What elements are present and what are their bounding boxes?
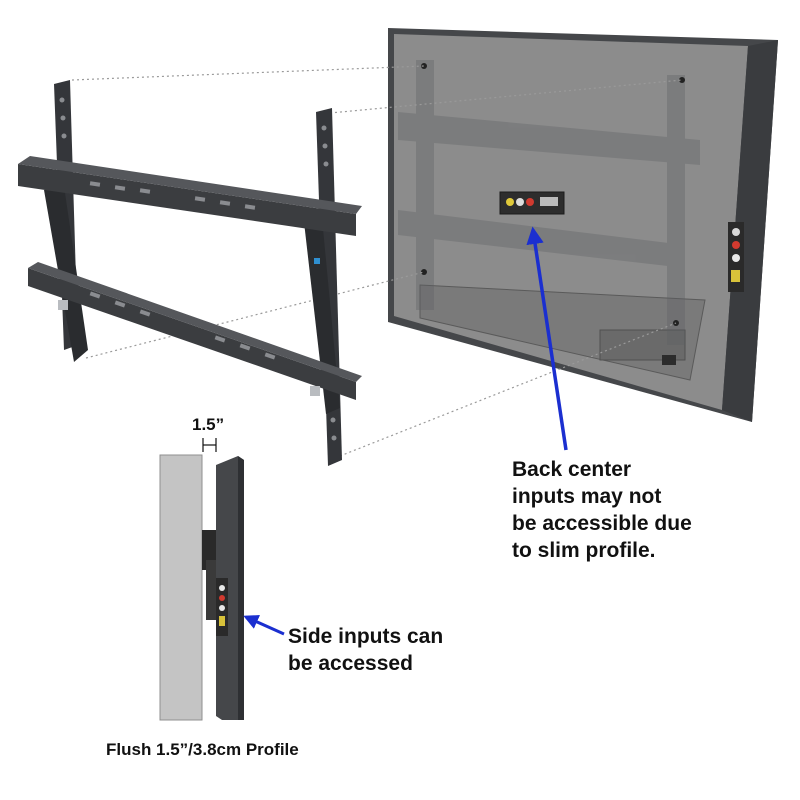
rail-slots	[89, 181, 276, 360]
wall-section	[159, 454, 203, 721]
right-lock-tab	[310, 386, 320, 396]
top-rail-face	[18, 156, 362, 214]
right-tilt-lever	[304, 218, 340, 414]
tilt-release-tab	[314, 258, 320, 264]
side-input-jack	[732, 254, 740, 262]
alignment-lines	[71, 65, 683, 457]
tv-profile	[216, 456, 244, 720]
vesa-hole	[421, 63, 427, 69]
tv-rear-view	[388, 28, 778, 422]
side-inputs-callout: Side inputs can be accessed	[288, 623, 443, 677]
profile-caption: Flush 1.5”/3.8cm Profile	[106, 740, 299, 759]
profile-input-jack	[219, 595, 225, 601]
side-input-jack	[732, 241, 740, 249]
callout-line: inputs may not	[512, 485, 662, 508]
back-input-jack	[506, 198, 514, 206]
left-lock-tab	[58, 300, 68, 310]
side-input-jack	[732, 228, 740, 236]
profile-input-jack	[219, 585, 225, 591]
profile-input-jack	[219, 605, 225, 611]
back-inputs-arrow	[526, 226, 568, 451]
profile-bracket-plate	[206, 560, 216, 620]
profile-input-port	[219, 616, 225, 626]
side-inputs-arrow	[243, 615, 285, 636]
callout-line: be accessible due	[512, 512, 692, 535]
callout-line: Side inputs can	[288, 625, 444, 648]
depth-dimension-marker	[202, 438, 217, 452]
back-input-jack	[526, 198, 534, 206]
wall-bracket	[18, 80, 362, 466]
side-input-port	[731, 270, 740, 282]
back-input-hdmi	[540, 197, 558, 206]
tv-side-edge	[722, 40, 778, 422]
side-profile	[159, 438, 244, 721]
back-input-jack	[516, 198, 524, 206]
tv-profile-edge	[238, 456, 244, 720]
vesa-hole	[421, 269, 427, 275]
tv-power-port	[662, 355, 676, 365]
bottom-rail-face	[28, 262, 362, 382]
bottom-rail	[28, 268, 356, 400]
back-inputs-callout: Back center inputs may not be accessible…	[512, 456, 692, 564]
top-rail	[18, 164, 356, 236]
callout-line: Back center	[512, 458, 632, 481]
depth-label: 1.5”	[192, 415, 225, 434]
arm-holes	[59, 97, 337, 441]
callout-line: be accessed	[288, 652, 413, 675]
vesa-hole	[679, 77, 685, 83]
callout-line: to slim profile.	[512, 539, 656, 562]
